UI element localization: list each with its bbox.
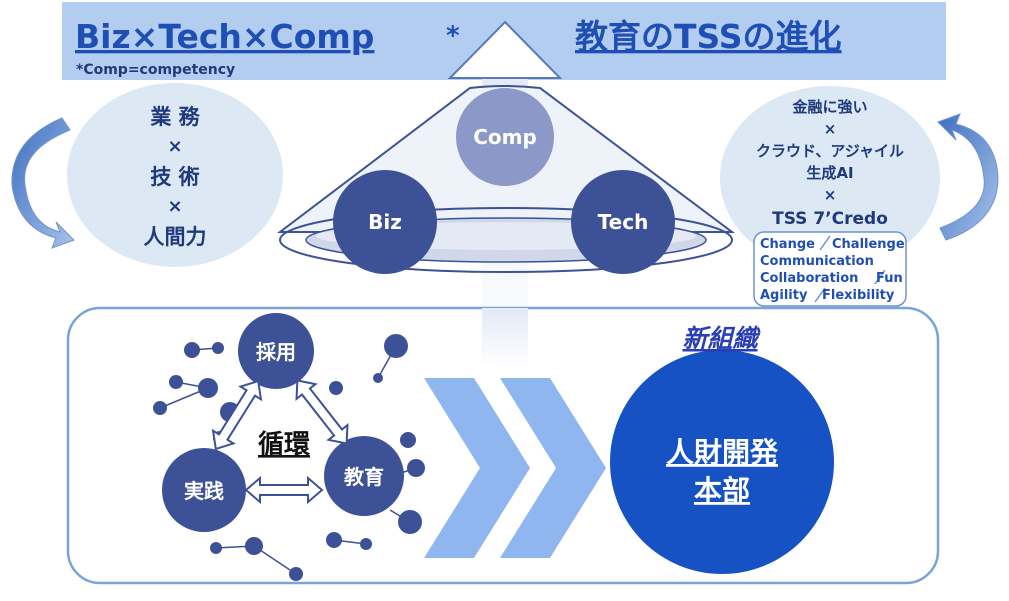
left-bubble-x1: × (167, 136, 182, 157)
left-bubble (67, 83, 283, 267)
credo-flexibility: Flexibility (822, 288, 895, 303)
right-bubble-line1: 金融に強い (791, 98, 867, 116)
credo-change: Change (760, 237, 815, 252)
credo-challenge: Challenge (832, 237, 905, 252)
cycle-node-kyouiku (324, 436, 404, 516)
right-bubble (720, 86, 940, 270)
title-asterisk: * (446, 21, 460, 51)
right-bubble-line4: TSS 7’Credo (772, 209, 888, 229)
cycle-node-saiyou (238, 313, 314, 389)
left-bubble-line2: 技 術 (150, 165, 199, 189)
footnote: *Comp=competency (76, 62, 235, 78)
cycle-label-jissen: 実践 (184, 479, 224, 503)
title-right: 教育のTSSの進化 (575, 17, 842, 56)
cycle-label-kyouiku: 教育 (344, 465, 384, 489)
dept-line2: 本部 (694, 474, 750, 507)
new-org-label: 新組織 (682, 324, 761, 353)
left-bubble-x2: × (167, 196, 182, 217)
cone-label-comp: Comp (473, 125, 537, 149)
left-curve-arrow (11, 117, 75, 249)
right-curve-arrow (937, 113, 999, 241)
title-left: Biz×Tech×Comp (75, 17, 374, 56)
right-bubble-line2: クラウド、アジャイル (756, 142, 904, 160)
cycle-node-jissen (162, 448, 246, 532)
dept-circle (610, 350, 834, 574)
right-bubble-line3: 生成AI (806, 164, 853, 182)
credo-box (753, 231, 907, 307)
comp-circle (456, 88, 554, 186)
credo-communication: Communication (760, 254, 874, 269)
credo-collaboration: Collaboration (760, 271, 858, 286)
dept-line1: 人財開発 (666, 436, 779, 469)
cycle-center-label: 循環 (258, 430, 311, 460)
credo-agility: Agility (760, 288, 808, 303)
left-bubble-line1: 業 務 (150, 105, 200, 129)
left-bubble-line3: 人間力 (144, 225, 207, 249)
cone-label-biz: Biz (368, 210, 402, 234)
right-bubble-x1: × (824, 120, 837, 138)
tech-circle (571, 170, 675, 274)
cycle-arrows (211, 379, 349, 505)
chevron-1 (424, 378, 530, 558)
cycle-label-saiyou: 採用 (256, 340, 296, 364)
chevron-2 (500, 378, 606, 558)
right-bubble-x2: × (824, 186, 837, 204)
credo-fun: Fun (876, 271, 903, 286)
biz-circle (333, 170, 437, 274)
cone-label-tech: Tech (598, 210, 649, 234)
